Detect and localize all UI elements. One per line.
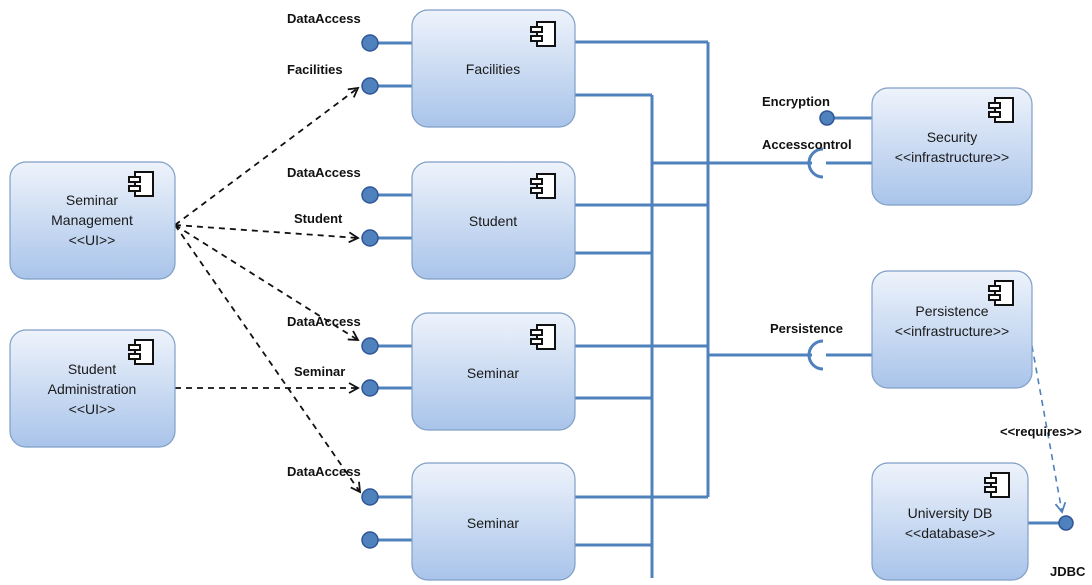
component-student[interactable]: Student [411,161,576,280]
port-label-jdbc: JDBC [1050,564,1086,579]
component-name: Security [927,129,978,145]
component-stereotype: <<database>> [905,525,995,541]
port-ball [361,488,379,506]
component-name: University DB [908,505,993,521]
component-name: Student [68,361,116,377]
component-university-db[interactable]: University DB <<database>> [871,462,1029,581]
component-icon [530,324,556,350]
port-ball [361,186,379,204]
port-ball [1058,515,1074,531]
socket-icon [807,339,824,371]
component-icon [530,21,556,47]
component-name: Persistence [915,303,988,319]
component-stereotype: <<infrastructure>> [895,323,1009,339]
port-ball [819,110,835,126]
component-name: Management [51,212,133,228]
component-facilities[interactable]: Facilities [411,9,576,128]
component-name: Seminar [66,192,118,208]
component-icon [988,97,1014,123]
port-ball [361,337,379,355]
port-ball [361,34,379,52]
component-icon [988,280,1014,306]
requires-label: <<requires>> [1000,424,1082,439]
component-name: Seminar [467,365,519,381]
component-stereotype: <<UI>> [69,401,116,417]
port-ball [361,229,379,247]
component-name: Facilities [466,61,520,77]
component-seminar-management[interactable]: Seminar Management <<UI>> [9,161,176,280]
bus-wires [565,40,812,578]
component-seminar-1[interactable]: Seminar [411,312,576,431]
port-label-dataaccess: DataAccess [287,11,361,26]
port-ball [361,379,379,397]
component-icon [984,472,1010,498]
port-label-facilities: Facilities [287,62,343,77]
socket-icon [807,147,824,179]
component-stereotype: <<infrastructure>> [895,149,1009,165]
component-name: Administration [48,381,137,397]
component-icon [128,171,154,197]
port-label-accesscontrol: Accesscontrol [762,137,852,152]
component-name: Student [469,213,517,229]
component-security[interactable]: Security <<infrastructure>> [871,87,1033,206]
port-label-dataaccess: DataAccess [287,314,361,329]
port-labels: DataAccess Facilities DataAccess Student… [287,11,1086,579]
port-label-dataaccess: DataAccess [287,165,361,180]
port-label-encryption: Encryption [762,94,830,109]
port-label-persistence: Persistence [770,321,843,336]
component-stereotype: <<UI>> [69,232,116,248]
component-icon [530,173,556,199]
dependency-arrows [174,86,1067,514]
component-persistence[interactable]: Persistence <<infrastructure>> [871,270,1033,389]
port-ball [361,77,379,95]
component-icon [128,339,154,365]
ports [361,34,1074,549]
port-label-seminar: Seminar [294,364,345,379]
component-seminar-2[interactable]: Seminar [411,462,576,581]
port-label-student: Student [294,211,343,226]
port-ball [361,531,379,549]
component-student-administration[interactable]: Student Administration <<UI>> [9,329,176,448]
port-label-dataaccess: DataAccess [287,464,361,479]
component-name: Seminar [467,515,519,531]
